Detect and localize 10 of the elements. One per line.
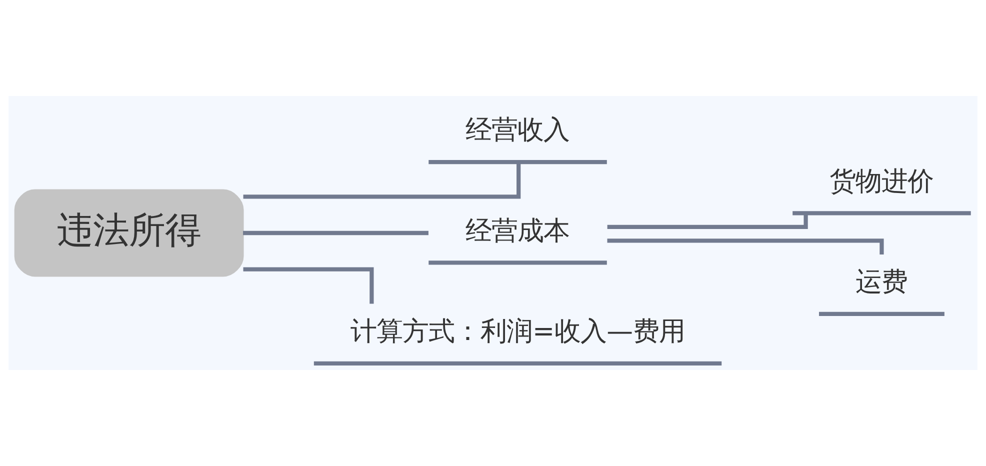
node-text: 经营收入 [466,114,570,146]
connector [243,230,428,236]
connector [243,162,521,199]
node-box: 违法所得 [14,189,244,277]
node-text: 计算方式：利润=收入—费用 [350,316,686,347]
node-text: 货物进价 [830,166,934,197]
node-text: 经营成本 [466,215,570,246]
connector [243,267,374,304]
node-text: 运费 [856,266,908,298]
connector [607,213,808,229]
